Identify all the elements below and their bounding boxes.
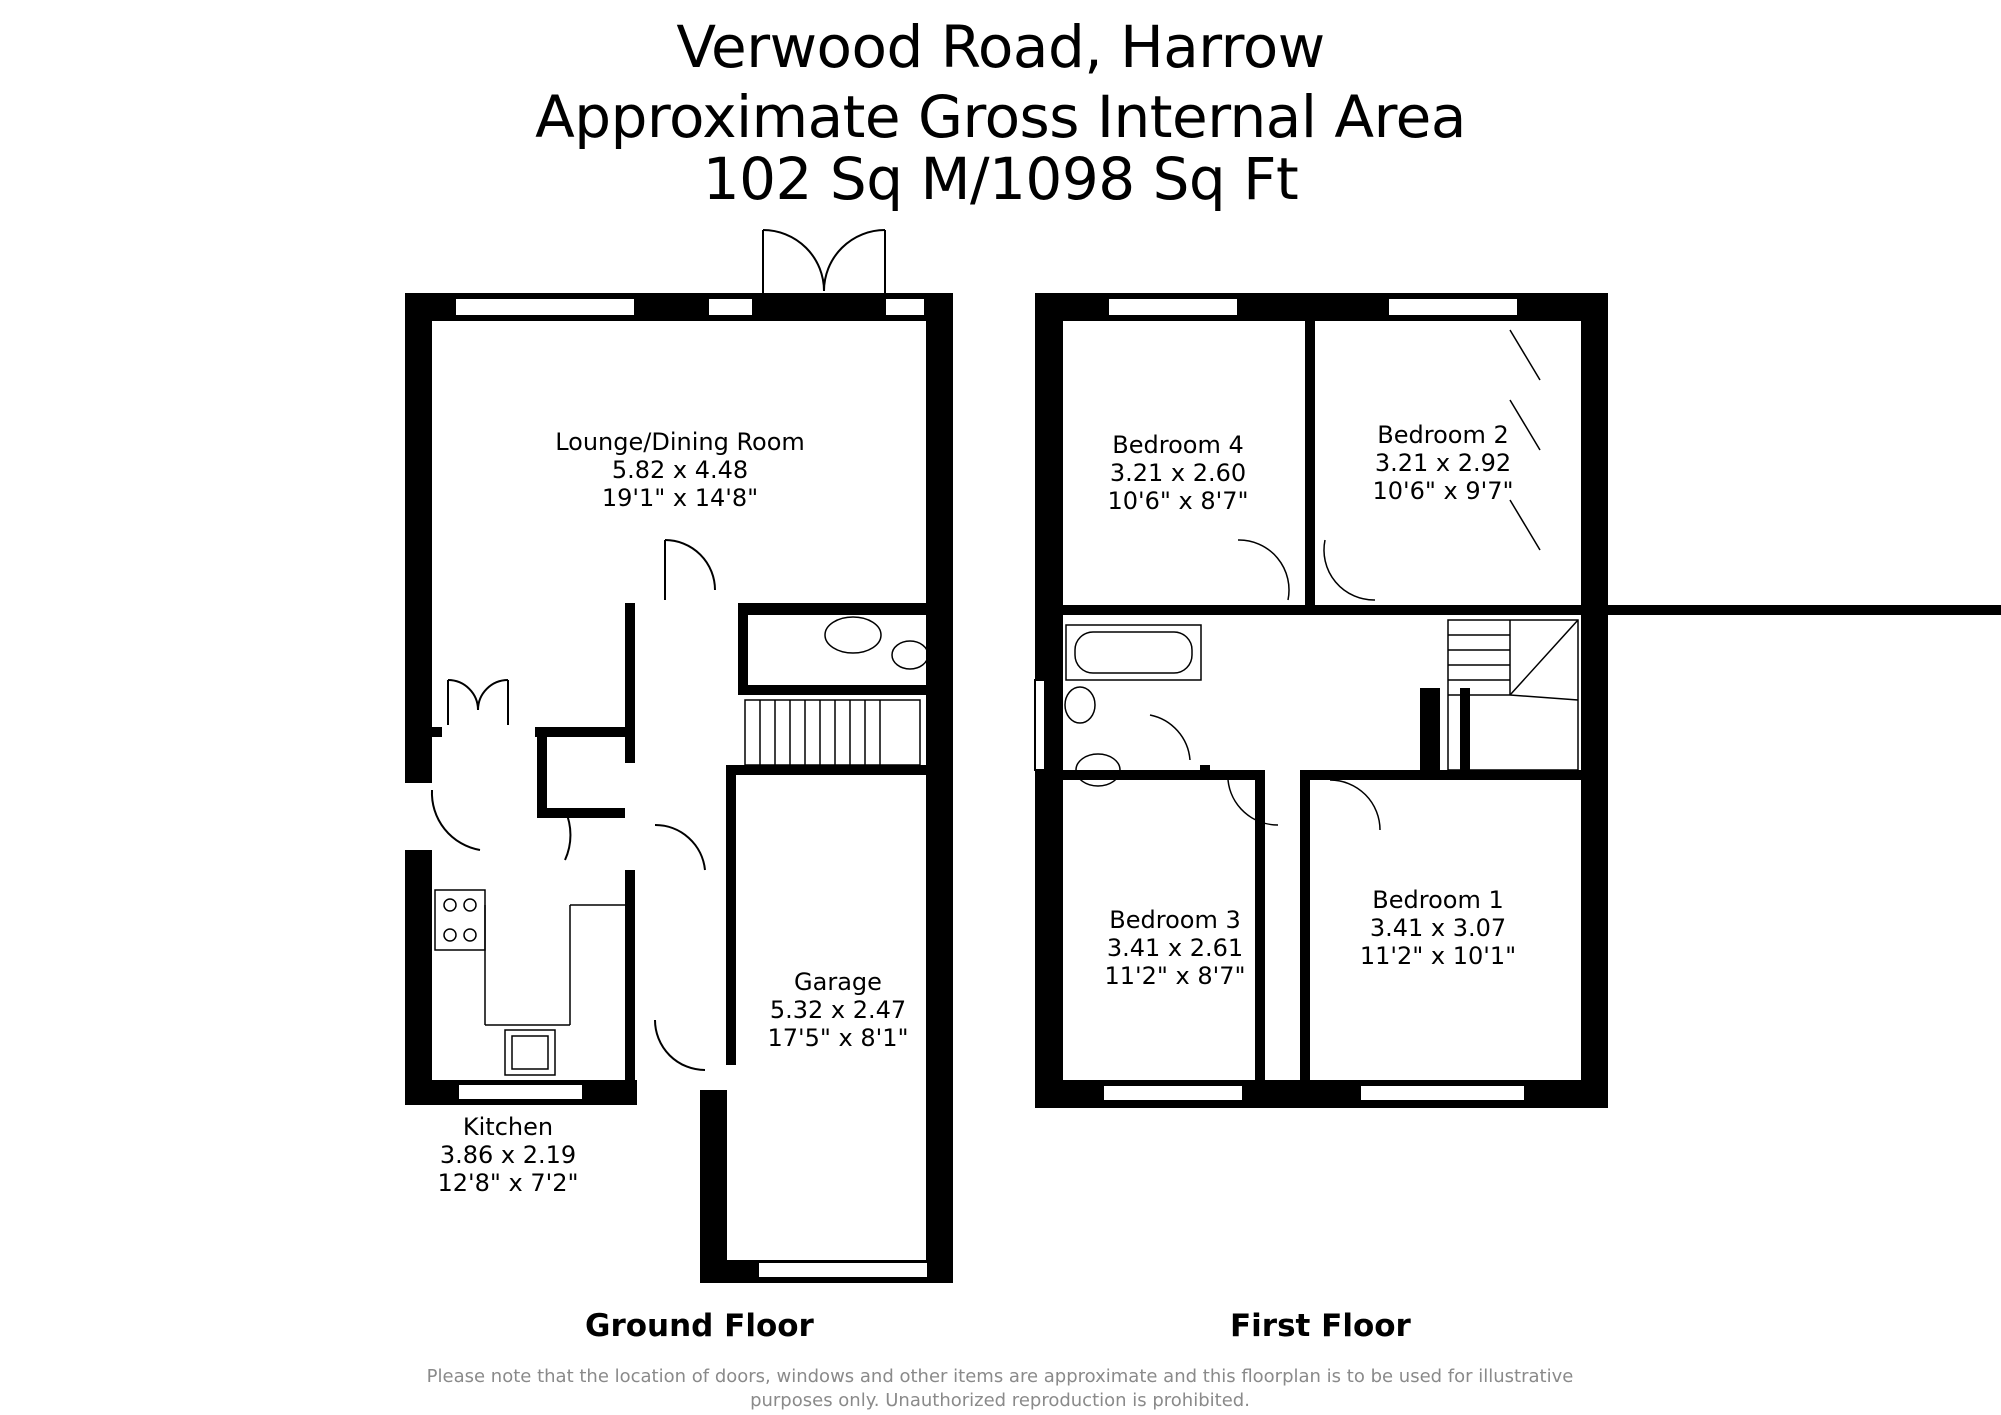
bedroom3-metric: 3.41 x 2.61 — [1107, 934, 1243, 962]
bedroom3-imperial: 11'2" x 8'7" — [1104, 962, 1245, 990]
disclaimer-line-2: purposes only. Unauthorized reproduction… — [750, 1390, 1250, 1411]
disclaimer-line-1: Please note that the location of doors, … — [426, 1366, 1574, 1387]
disclaimer: Please note that the location of doors, … — [330, 1365, 1670, 1413]
bedroom1-metric: 3.41 x 3.07 — [1370, 914, 1506, 942]
first-floor-walls — [1035, 293, 2001, 1108]
ground-floor-windows — [454, 297, 929, 1279]
kitchen-fittings — [434, 616, 929, 1076]
first-floor-label: First Floor — [1230, 1308, 1411, 1344]
first-floor-stairs — [1447, 619, 1579, 771]
lounge-name: Lounge/Dining Room — [555, 428, 805, 456]
bedroom1-imperial: 11'2" x 10'1" — [1360, 942, 1516, 970]
bedroom2-imperial: 10'6" x 9'7" — [1372, 477, 1513, 505]
address-title: Verwood Road, Harrow — [676, 13, 1325, 81]
bathroom-fittings — [1064, 329, 1541, 831]
bedroom3-name: Bedroom 3 — [1109, 906, 1240, 934]
kitchen-metric: 3.86 x 2.19 — [440, 1141, 576, 1169]
garage-metric: 5.32 x 2.47 — [770, 996, 906, 1024]
bedroom4-metric: 3.21 x 2.60 — [1110, 459, 1246, 487]
kitchen-name: Kitchen — [463, 1113, 553, 1141]
bedroom1-name: Bedroom 1 — [1372, 886, 1503, 914]
garage-name: Garage — [794, 968, 882, 996]
bedroom2-name: Bedroom 2 — [1377, 421, 1508, 449]
garage-imperial: 17'5" x 8'1" — [767, 1024, 908, 1052]
first-floor-windows — [1034, 297, 1526, 1102]
bedroom4-name: Bedroom 4 — [1112, 431, 1243, 459]
area-label: Approximate Gross Internal Area — [535, 83, 1466, 151]
kitchen-imperial: 12'8" x 7'2" — [437, 1169, 578, 1197]
bedroom4-imperial: 10'6" x 8'7" — [1107, 487, 1248, 515]
lounge-metric: 5.82 x 4.48 — [612, 456, 748, 484]
bedroom2-metric: 3.21 x 2.92 — [1375, 449, 1511, 477]
ground-floor-stairs — [744, 699, 921, 766]
area-value: 102 Sq M/1098 Sq Ft — [702, 145, 1299, 213]
lounge-french-doors — [430, 229, 886, 1071]
ground-floor-label: Ground Floor — [585, 1308, 814, 1344]
room-labels: Lounge/Dining Room 5.82 x 4.48 19'1" x 1… — [437, 421, 1516, 1197]
lounge-imperial: 19'1" x 14'8" — [602, 484, 758, 512]
